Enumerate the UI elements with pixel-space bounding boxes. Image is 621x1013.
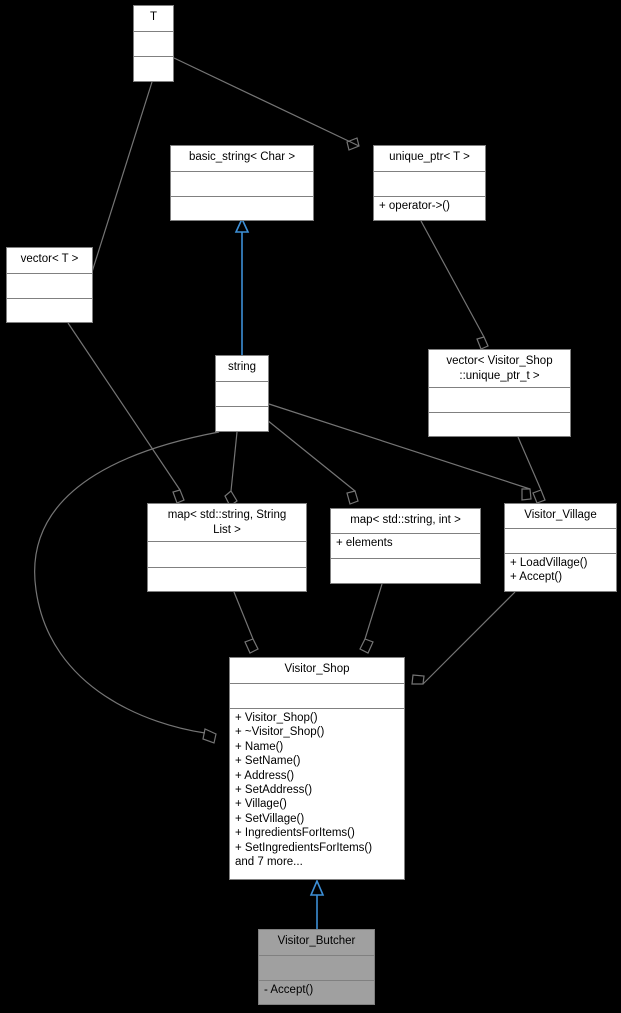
class-operations-vector-t	[7, 299, 92, 322]
class-operations-map-string-int	[331, 559, 480, 583]
class-attributes-string	[216, 382, 268, 407]
class-title-map-string-stringlist: map< std::string, String List >	[148, 504, 306, 542]
class-operations-string	[216, 407, 268, 431]
edge-string-to-map-string-int	[266, 419, 359, 505]
edge-basic-string-to-string	[234, 217, 250, 355]
edge-vector-t-to-map-string-stringlist	[67, 322, 185, 504]
class-attributes-unique-ptr	[374, 172, 485, 197]
class-title-map-string-int: map< std::string, int >	[331, 509, 480, 534]
class-operations-visitor-village: + LoadVillage() + Accept()	[510, 557, 588, 584]
edge-unique-ptr-to-vector-visitor-shop	[420, 220, 489, 350]
class-attributes-basic-string	[171, 172, 313, 197]
class-title-basic-string: basic_string< Char >	[171, 146, 313, 172]
class-attributes-t	[134, 32, 173, 57]
edge-visitor-village-to-visitor-shop	[411, 591, 516, 685]
class-attributes-map-string-stringlist	[148, 542, 306, 568]
class-node-map-string-stringlist[interactable]: map< std::string, String List >	[147, 503, 307, 592]
class-operations-vector-visitor-shop-unique-ptr	[429, 413, 570, 436]
class-title-unique-ptr: unique_ptr< T >	[374, 146, 485, 172]
class-attributes-vector-visitor-shop-unique-ptr	[429, 388, 570, 413]
class-operations-visitor-butcher: - Accept()	[264, 984, 314, 996]
class-title-visitor-shop: Visitor_Shop	[230, 658, 404, 684]
class-node-unique-ptr[interactable]: unique_ptr< T > + operator->()	[373, 145, 486, 221]
class-operations-t	[134, 57, 173, 81]
class-operations-visitor-shop: + Visitor_Shop() + ~Visitor_Shop() + Nam…	[235, 712, 373, 869]
class-node-string[interactable]: string	[215, 355, 269, 432]
class-attributes-visitor-shop	[230, 684, 404, 709]
class-title-visitor-butcher: Visitor_Butcher	[259, 930, 374, 956]
class-node-vector-visitor-shop-unique-ptr[interactable]: vector< Visitor_Shop ::unique_ptr_t >	[428, 349, 571, 437]
class-operations-map-string-stringlist	[148, 568, 306, 591]
class-node-basic-string[interactable]: basic_string< Char >	[170, 145, 314, 221]
class-node-visitor-village[interactable]: Visitor_Village + LoadVillage() + Accept…	[504, 503, 617, 592]
class-node-t[interactable]: T	[133, 5, 174, 82]
class-attributes-visitor-butcher	[259, 956, 374, 981]
class-attributes-vector-t	[7, 274, 92, 299]
class-title-string: string	[216, 356, 268, 382]
edge-visitor-shop-to-visitor-butcher	[309, 878, 325, 929]
class-node-visitor-butcher[interactable]: Visitor_Butcher - Accept()	[258, 929, 375, 1005]
class-title-vector-t: vector< T >	[7, 248, 92, 274]
edge-string-to-map-string-stringlist	[224, 431, 238, 507]
edge-map-string-int-to-visitor-shop	[359, 583, 383, 654]
class-node-visitor-shop[interactable]: Visitor_Shop + Visitor_Shop() + ~Visitor…	[229, 657, 405, 880]
edge-map-string-stringlist-to-visitor-shop	[233, 591, 259, 654]
edge-t-to-unique-ptr	[173, 57, 360, 151]
class-operations-basic-string	[171, 197, 313, 220]
class-node-vector-t[interactable]: vector< T >	[6, 247, 93, 323]
class-attributes-map-string-int: + elements	[331, 534, 480, 559]
class-operations-unique-ptr: + operator->()	[379, 200, 450, 212]
class-node-map-string-int[interactable]: map< std::string, int > + elements	[330, 508, 481, 584]
class-title-t: T	[134, 6, 173, 32]
class-title-visitor-village: Visitor_Village	[505, 504, 616, 529]
edge-vector-visitor-shop-to-visitor-village	[517, 436, 546, 504]
class-attributes-visitor-village	[505, 529, 616, 554]
class-title-vector-visitor-shop-unique-ptr: vector< Visitor_Shop ::unique_ptr_t >	[429, 350, 570, 388]
